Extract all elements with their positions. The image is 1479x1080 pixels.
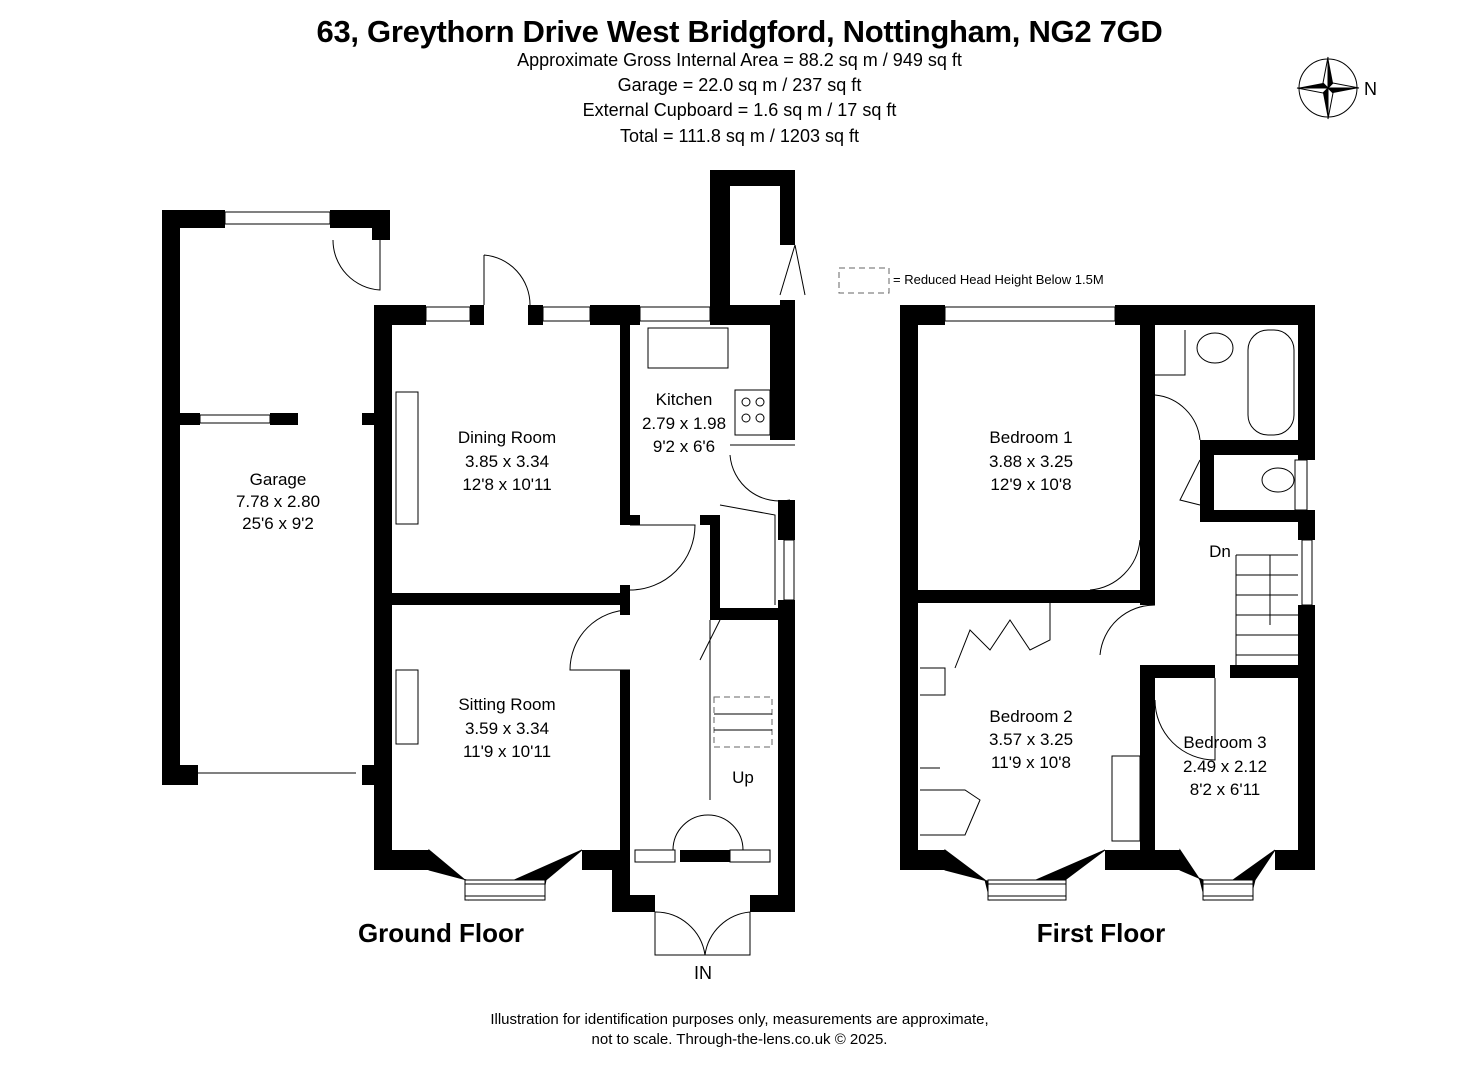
disclaimer-line-1: Illustration for identification purposes…	[490, 1011, 989, 1028]
ground-floor-title: Ground Floor	[358, 918, 524, 948]
compass-icon	[1296, 56, 1360, 120]
page-title: 63, Greythorn Drive West Bridgford, Nott…	[316, 14, 1163, 49]
svg-text:Sitting Room: Sitting Room	[458, 695, 555, 714]
sitting-room-label: Sitting Room 3.59 x 3.34 11'9 x 10'11	[458, 695, 555, 761]
garage-label: Garage 7.78 x 2.80 25'6 x 9'2	[236, 470, 320, 533]
svg-text:12'9 x 10'8: 12'9 x 10'8	[990, 475, 1071, 494]
svg-text:Bedroom 3: Bedroom 3	[1183, 733, 1266, 752]
svg-text:7.78 x 2.80: 7.78 x 2.80	[236, 492, 320, 511]
kitchen-label: Kitchen 2.79 x 1.98 9'2 x 6'6	[642, 390, 726, 456]
cupboard-area: External Cupboard = 1.6 sq m / 17 sq ft	[582, 100, 897, 120]
svg-text:12'8 x 10'11: 12'8 x 10'11	[462, 475, 551, 494]
ground-floor-walls	[162, 170, 795, 912]
reduced-head-height-swatch	[838, 267, 890, 294]
svg-text:2.79 x 1.98: 2.79 x 1.98	[642, 414, 726, 433]
svg-text:Kitchen: Kitchen	[656, 390, 713, 409]
svg-text:Bedroom 1: Bedroom 1	[989, 428, 1072, 447]
ground-floor-fixtures	[198, 211, 806, 956]
svg-text:3.88 x 3.25: 3.88 x 3.25	[989, 452, 1073, 471]
svg-text:Dining Room: Dining Room	[458, 428, 556, 447]
first-floor-walls	[900, 305, 1315, 870]
bedroom-2-label: Bedroom 2 3.57 x 3.25 11'9 x 10'8	[989, 707, 1073, 772]
first-floor-title: First Floor	[1037, 918, 1166, 948]
svg-text:25'6 x 9'2: 25'6 x 9'2	[242, 514, 314, 533]
svg-text:3.85 x 3.34: 3.85 x 3.34	[465, 452, 549, 471]
bedroom-1-label: Bedroom 1 3.88 x 3.25 12'9 x 10'8	[989, 428, 1073, 494]
svg-text:2.49 x 2.12: 2.49 x 2.12	[1183, 757, 1267, 776]
entrance-label: IN	[694, 963, 712, 983]
compass-north-label: N	[1364, 79, 1377, 99]
stairs-down-label: Dn	[1209, 542, 1231, 561]
svg-text:Bedroom 2: Bedroom 2	[989, 707, 1072, 726]
svg-text:11'9 x 10'11: 11'9 x 10'11	[463, 742, 551, 761]
stairs-up-label: Up	[732, 768, 754, 787]
disclaimer-line-2: not to scale. Through-the-lens.co.uk © 2…	[591, 1031, 888, 1048]
svg-text:3.57 x 3.25: 3.57 x 3.25	[989, 730, 1073, 749]
gross-area: Approximate Gross Internal Area = 88.2 s…	[517, 50, 962, 70]
svg-text:11'9 x 10'8: 11'9 x 10'8	[991, 753, 1071, 772]
total-area: Total = 111.8 sq m / 1203 sq ft	[620, 126, 859, 146]
svg-text:8'2 x 6'11: 8'2 x 6'11	[1190, 780, 1260, 799]
first-floor-fixtures	[920, 306, 1313, 901]
svg-text:9'2 x 6'6: 9'2 x 6'6	[653, 437, 715, 456]
svg-text:3.59 x 3.34: 3.59 x 3.34	[465, 719, 549, 738]
bedroom-3-label: Bedroom 3 2.49 x 2.12 8'2 x 6'11	[1183, 733, 1267, 799]
garage-area: Garage = 22.0 sq m / 237 sq ft	[617, 75, 862, 95]
legend-label: = Reduced Head Height Below 1.5M	[893, 272, 1104, 287]
dining-room-label: Dining Room 3.85 x 3.34 12'8 x 10'11	[458, 428, 556, 494]
svg-text:Garage: Garage	[250, 470, 307, 489]
